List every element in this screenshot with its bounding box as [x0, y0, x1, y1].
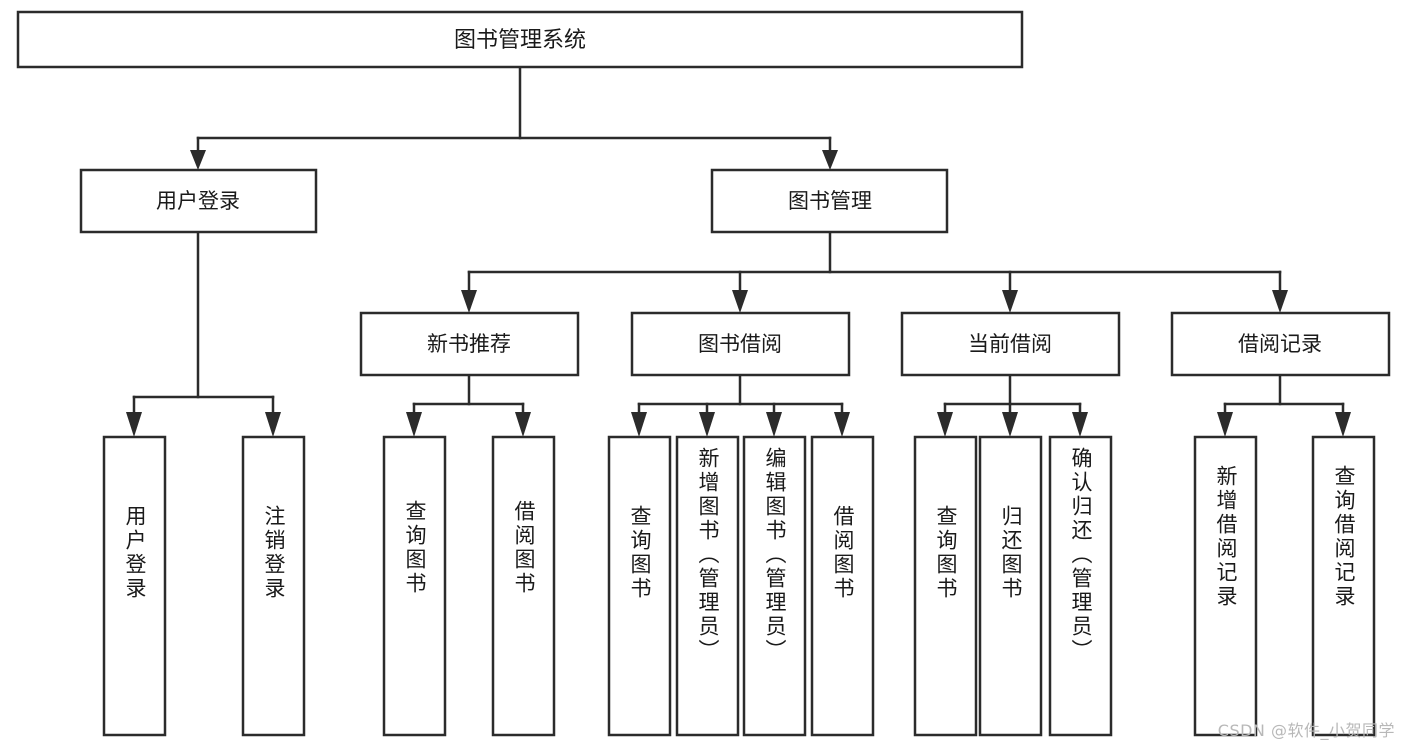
- leaf-box-borrow-2[interactable]: [675, 435, 740, 737]
- arrow-leaf-user-login-1: [126, 412, 142, 437]
- leaf-box-borrow-3[interactable]: [742, 435, 807, 737]
- node-book-borrow-box[interactable]: [630, 311, 851, 377]
- leaf-box-record-1[interactable]: [1193, 435, 1258, 737]
- arrow-leaf-borrow-3: [766, 412, 782, 437]
- node-root-label: 图书管理系统: [454, 28, 586, 53]
- node-borrow-record[interactable]: 借阅记录: [1170, 311, 1391, 377]
- arrow-leaf-record-1: [1217, 412, 1233, 437]
- node-user-login-label: 用户登录: [156, 189, 240, 213]
- arrow-leaf-borrow-4: [834, 412, 850, 437]
- node-book-manage[interactable]: 图书管理: [710, 168, 949, 234]
- leaf-box-current-1[interactable]: [913, 435, 978, 737]
- node-user-login-box[interactable]: [79, 168, 318, 234]
- arrow-leaf-newbook-1: [406, 412, 422, 437]
- arrow-current: [1002, 290, 1018, 313]
- node-user-login[interactable]: 用户登录: [79, 168, 318, 234]
- node-new-book-recommend-box[interactable]: [359, 311, 580, 377]
- arrow-leaf-current-3: [1072, 412, 1088, 437]
- arrow-user-login: [190, 150, 206, 170]
- node-root[interactable]: 图书管理系统: [16, 10, 1024, 69]
- node-book-manage-box[interactable]: [710, 168, 949, 234]
- arrow-leaf-current-1: [937, 412, 953, 437]
- node-layer: 图书管理系统 用户登录 图书管理 新书推荐 图书借阅 当前: [16, 10, 1391, 737]
- arrow-book-manage: [822, 150, 838, 170]
- arrow-leaf-borrow-2: [699, 412, 715, 437]
- csdn-watermark: CSDN @软件_小贺同学: [1217, 721, 1395, 740]
- node-new-book-recommend[interactable]: 新书推荐: [359, 311, 580, 377]
- arrow-leaf-user-login-2: [265, 412, 281, 437]
- node-current-borrow[interactable]: 当前借阅: [900, 311, 1121, 377]
- arrow-newbook: [461, 290, 477, 313]
- leaf-box-record-2[interactable]: [1311, 435, 1376, 737]
- leaf-box-current-3[interactable]: [1048, 435, 1113, 737]
- leaf-box-current-2[interactable]: [978, 435, 1043, 737]
- node-current-borrow-label: 当前借阅: [968, 332, 1052, 356]
- node-new-book-recommend-label: 新书推荐: [427, 332, 511, 356]
- leaf-box-user-login-1[interactable]: [102, 435, 167, 737]
- leaf-box-borrow-4[interactable]: [810, 435, 875, 737]
- node-root-box[interactable]: [16, 10, 1024, 69]
- node-book-manage-label: 图书管理: [788, 189, 872, 213]
- edge-layer: [126, 65, 1351, 437]
- arrow-leaf-borrow-1: [631, 412, 647, 437]
- leaf-box-newbook-2[interactable]: [491, 435, 556, 737]
- node-borrow-record-box[interactable]: [1170, 311, 1391, 377]
- arrow-record: [1272, 290, 1288, 313]
- leaf-box-borrow-1[interactable]: [607, 435, 672, 737]
- node-book-borrow-label: 图书借阅: [698, 332, 782, 356]
- arrow-leaf-record-2: [1335, 412, 1351, 437]
- node-current-borrow-box[interactable]: [900, 311, 1121, 377]
- leaf-box-user-login-2[interactable]: [241, 435, 306, 737]
- leaf-box-newbook-1[interactable]: [382, 435, 447, 737]
- arrow-borrow: [732, 290, 748, 313]
- node-borrow-record-label: 借阅记录: [1238, 332, 1322, 356]
- arrow-leaf-newbook-2: [515, 412, 531, 437]
- node-book-borrow[interactable]: 图书借阅: [630, 311, 851, 377]
- arrow-leaf-current-2: [1002, 412, 1018, 437]
